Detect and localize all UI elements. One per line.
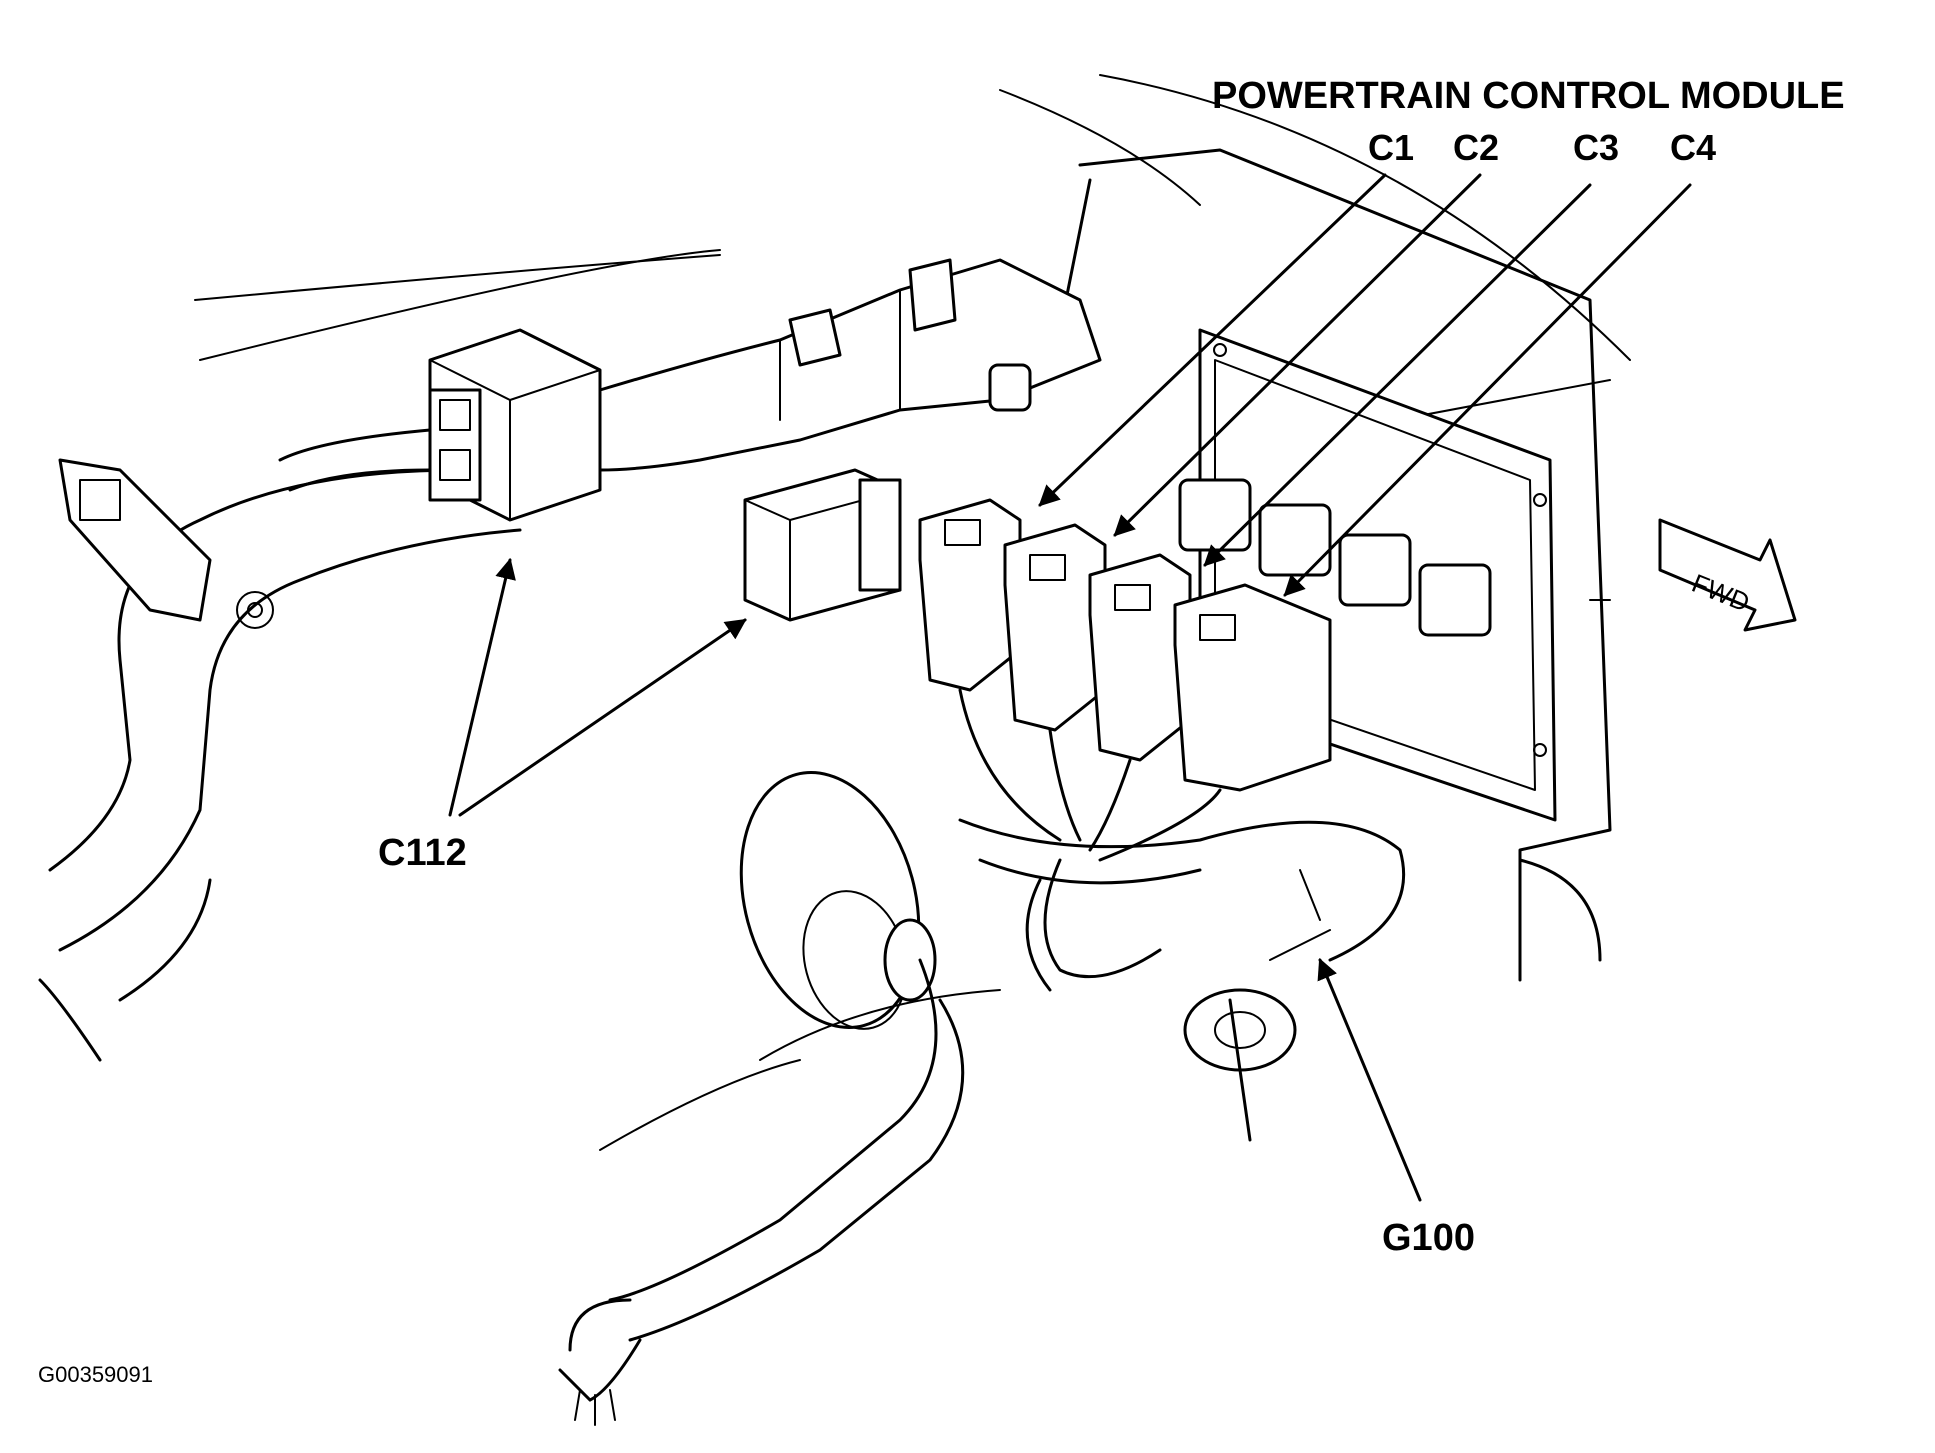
connector-label-c4: C4 [1670,127,1716,168]
lower-harness [558,958,1001,1426]
c112-leader-lower [458,618,747,817]
callout-leaders [448,173,1692,1202]
fwd-arrow: FWD [1658,518,1797,632]
c4-leader [1283,183,1692,597]
g100-label: G100 [1382,1217,1475,1259]
firewall-grommet [739,771,937,1030]
pcm-wires [958,688,1406,992]
g100-ground [1183,869,1331,1142]
c1-leader [1038,173,1387,507]
center-bracket [598,258,1102,472]
c112-label: C112 [378,832,467,874]
connector-label-c2: C2 [1453,127,1499,168]
c112-upper-connector [278,328,602,522]
g100-leader [1317,958,1422,1202]
connector-label-c1: C1 [1368,127,1414,168]
body-panel-outline [194,74,1631,982]
connector-label-c3: C3 [1573,127,1619,168]
figure-id: G00359091 [38,1362,153,1387]
pcm-title: POWERTRAIN CONTROL MODULE [1212,75,1845,117]
c112-leader-upper [448,557,516,817]
c2-leader [1113,173,1482,537]
pcm-harness-connectors [918,498,1332,792]
c3-leader [1203,183,1592,567]
c112-lower-connector [743,468,902,622]
left-harness [38,458,522,1062]
